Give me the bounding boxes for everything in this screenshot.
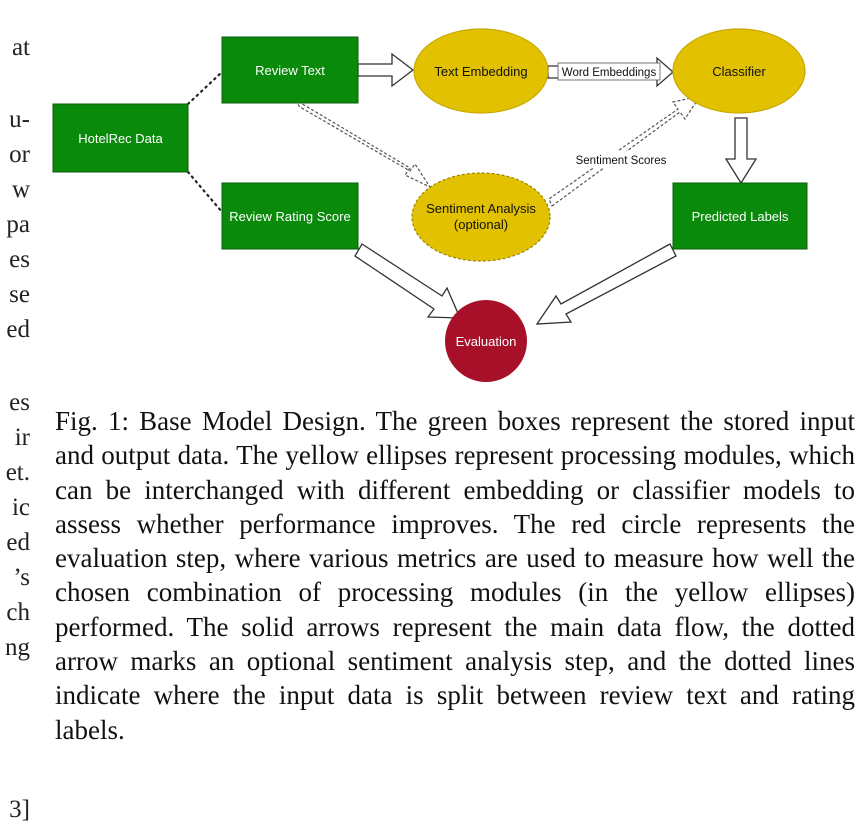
model-design-diagram: HotelRec Data Review Text Review Rating … xyxy=(52,28,808,382)
split-line-to-review-text xyxy=(186,70,224,106)
arrow-review-text-to-embedding xyxy=(357,52,415,88)
arrow-predicted-to-evaluation xyxy=(535,243,677,325)
review-text-label: Review Text xyxy=(255,63,325,78)
node-predicted-labels: Predicted Labels xyxy=(672,182,808,250)
node-sentiment-analysis: Sentiment Analysis (optional) xyxy=(411,172,551,262)
node-review-text: Review Text xyxy=(221,36,359,104)
margin-fragment: pa xyxy=(6,211,30,238)
classifier-label: Classifier xyxy=(712,64,766,79)
predicted-labels-label: Predicted Labels xyxy=(692,209,789,224)
node-hotelrec-data: HotelRec Data xyxy=(52,103,189,173)
split-line-to-review-rating xyxy=(186,170,224,214)
node-review-rating-score: Review Rating Score xyxy=(221,182,359,250)
margin-fragment: se xyxy=(9,281,30,308)
node-text-embedding: Text Embedding xyxy=(413,28,549,114)
arrow-rating-to-evaluation xyxy=(354,243,462,319)
margin-fragment: 3] xyxy=(9,796,30,823)
edge-label-word-embeddings: Word Embeddings xyxy=(557,62,661,81)
margin-fragment: ir xyxy=(14,424,30,451)
margin-fragment: ed xyxy=(6,529,30,556)
margin-fragment: u- xyxy=(9,106,30,133)
margin-fragment: ng xyxy=(5,634,30,661)
margin-fragment: ed xyxy=(6,316,30,343)
arrow-review-text-to-sentiment xyxy=(293,98,432,189)
margin-fragment: w xyxy=(11,176,30,203)
figure-caption: Fig. 1: Base Model Design. The green box… xyxy=(55,406,855,745)
node-classifier: Classifier xyxy=(672,28,806,114)
sentiment-scores-label: Sentiment Scores xyxy=(576,155,667,167)
edge-label-sentiment-scores: Sentiment Scores xyxy=(570,151,670,168)
margin-fragment: ch xyxy=(6,599,30,626)
sentiment-optional-label: (optional) xyxy=(454,217,508,232)
margin-fragment: es xyxy=(9,389,30,416)
margin-fragment: or xyxy=(9,141,30,168)
node-evaluation: Evaluation xyxy=(445,300,527,382)
review-rating-score-label: Review Rating Score xyxy=(229,209,350,224)
margin-fragment: ic xyxy=(11,494,30,521)
arrow-classifier-to-predicted xyxy=(724,117,758,185)
evaluation-label: Evaluation xyxy=(456,334,517,349)
margin-fragment: ’s xyxy=(13,564,30,591)
text-embedding-label: Text Embedding xyxy=(434,64,527,79)
split-lines xyxy=(186,70,224,214)
margin-fragment: et. xyxy=(5,459,30,486)
margin-fragment: es xyxy=(9,246,30,273)
hotelrec-data-label: HotelRec Data xyxy=(78,131,163,146)
word-embeddings-label: Word Embeddings xyxy=(562,67,657,79)
sentiment-analysis-label: Sentiment Analysis xyxy=(426,201,536,216)
margin-fragment: at xyxy=(11,34,30,61)
